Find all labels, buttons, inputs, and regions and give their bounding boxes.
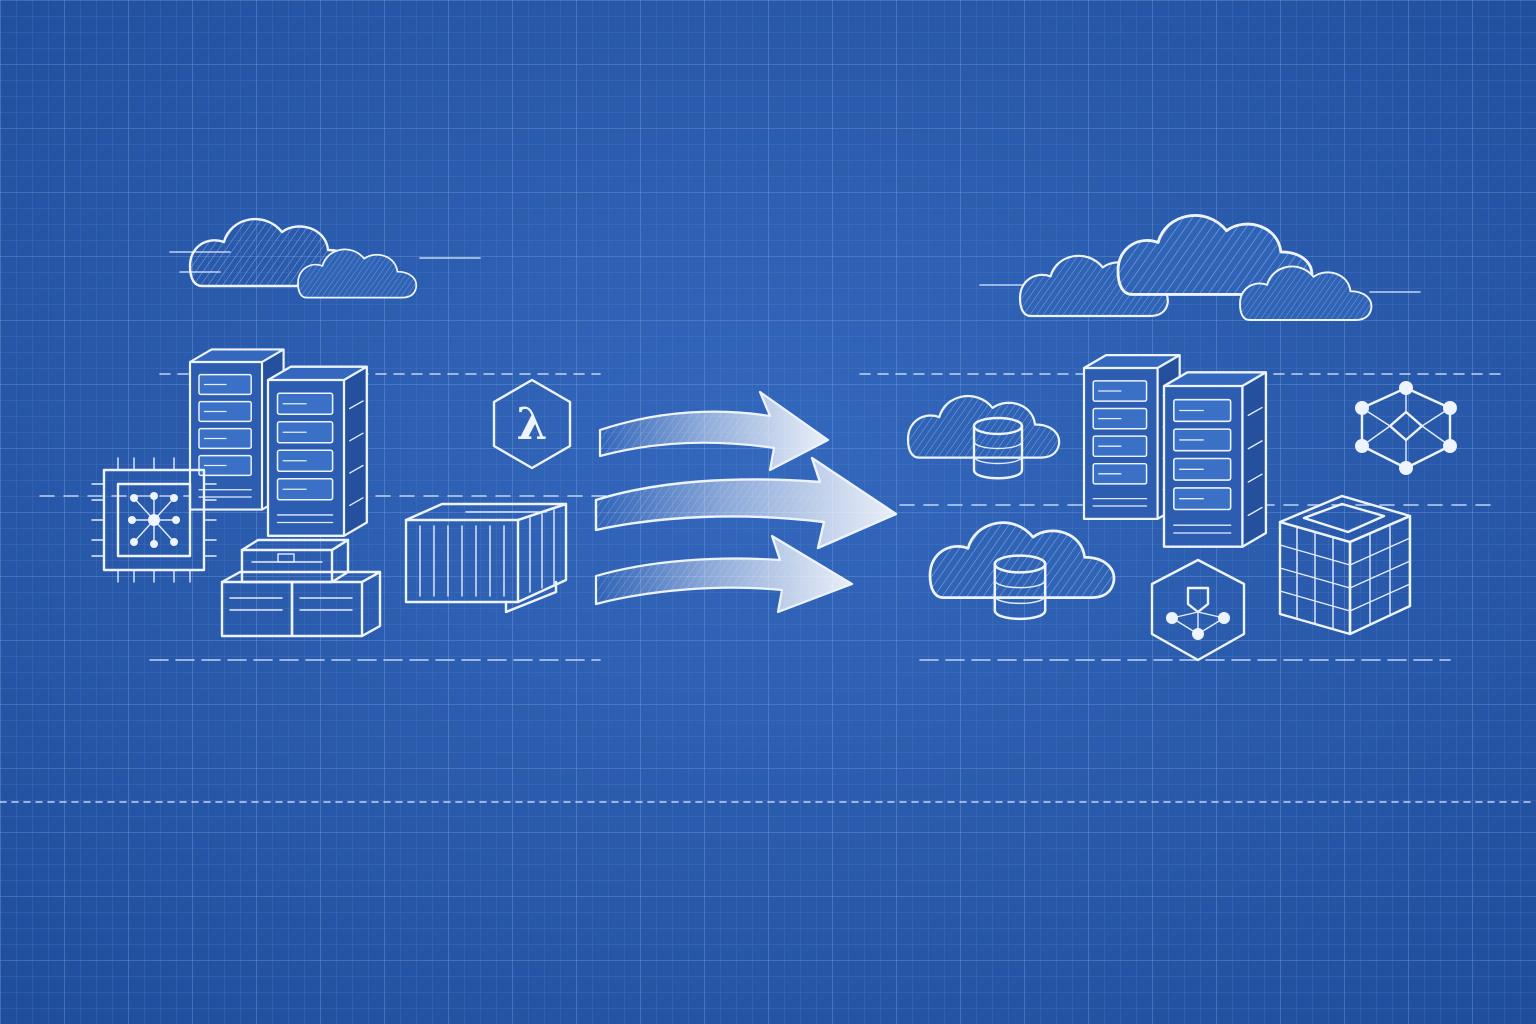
cpu-chip-icon (91, 457, 217, 583)
migration-arrows (594, 390, 898, 614)
stacked-boxes-icon (220, 538, 382, 638)
server-rack-icon (266, 365, 368, 537)
right-group (906, 214, 1457, 662)
network-nodes-icon (1150, 558, 1246, 662)
server-rack-icon (1162, 371, 1268, 548)
network-nodes-icon (1355, 381, 1457, 475)
arrow-right-icon (594, 456, 898, 550)
arrow-right-icon (598, 390, 830, 472)
arrow-right-icon (594, 534, 854, 614)
grid-cube-icon (1278, 494, 1412, 636)
lambda-icon: λ (492, 378, 572, 470)
lambda-glyph: λ (517, 399, 548, 450)
shipping-container-icon (404, 502, 568, 614)
left-group: λ (91, 217, 572, 638)
